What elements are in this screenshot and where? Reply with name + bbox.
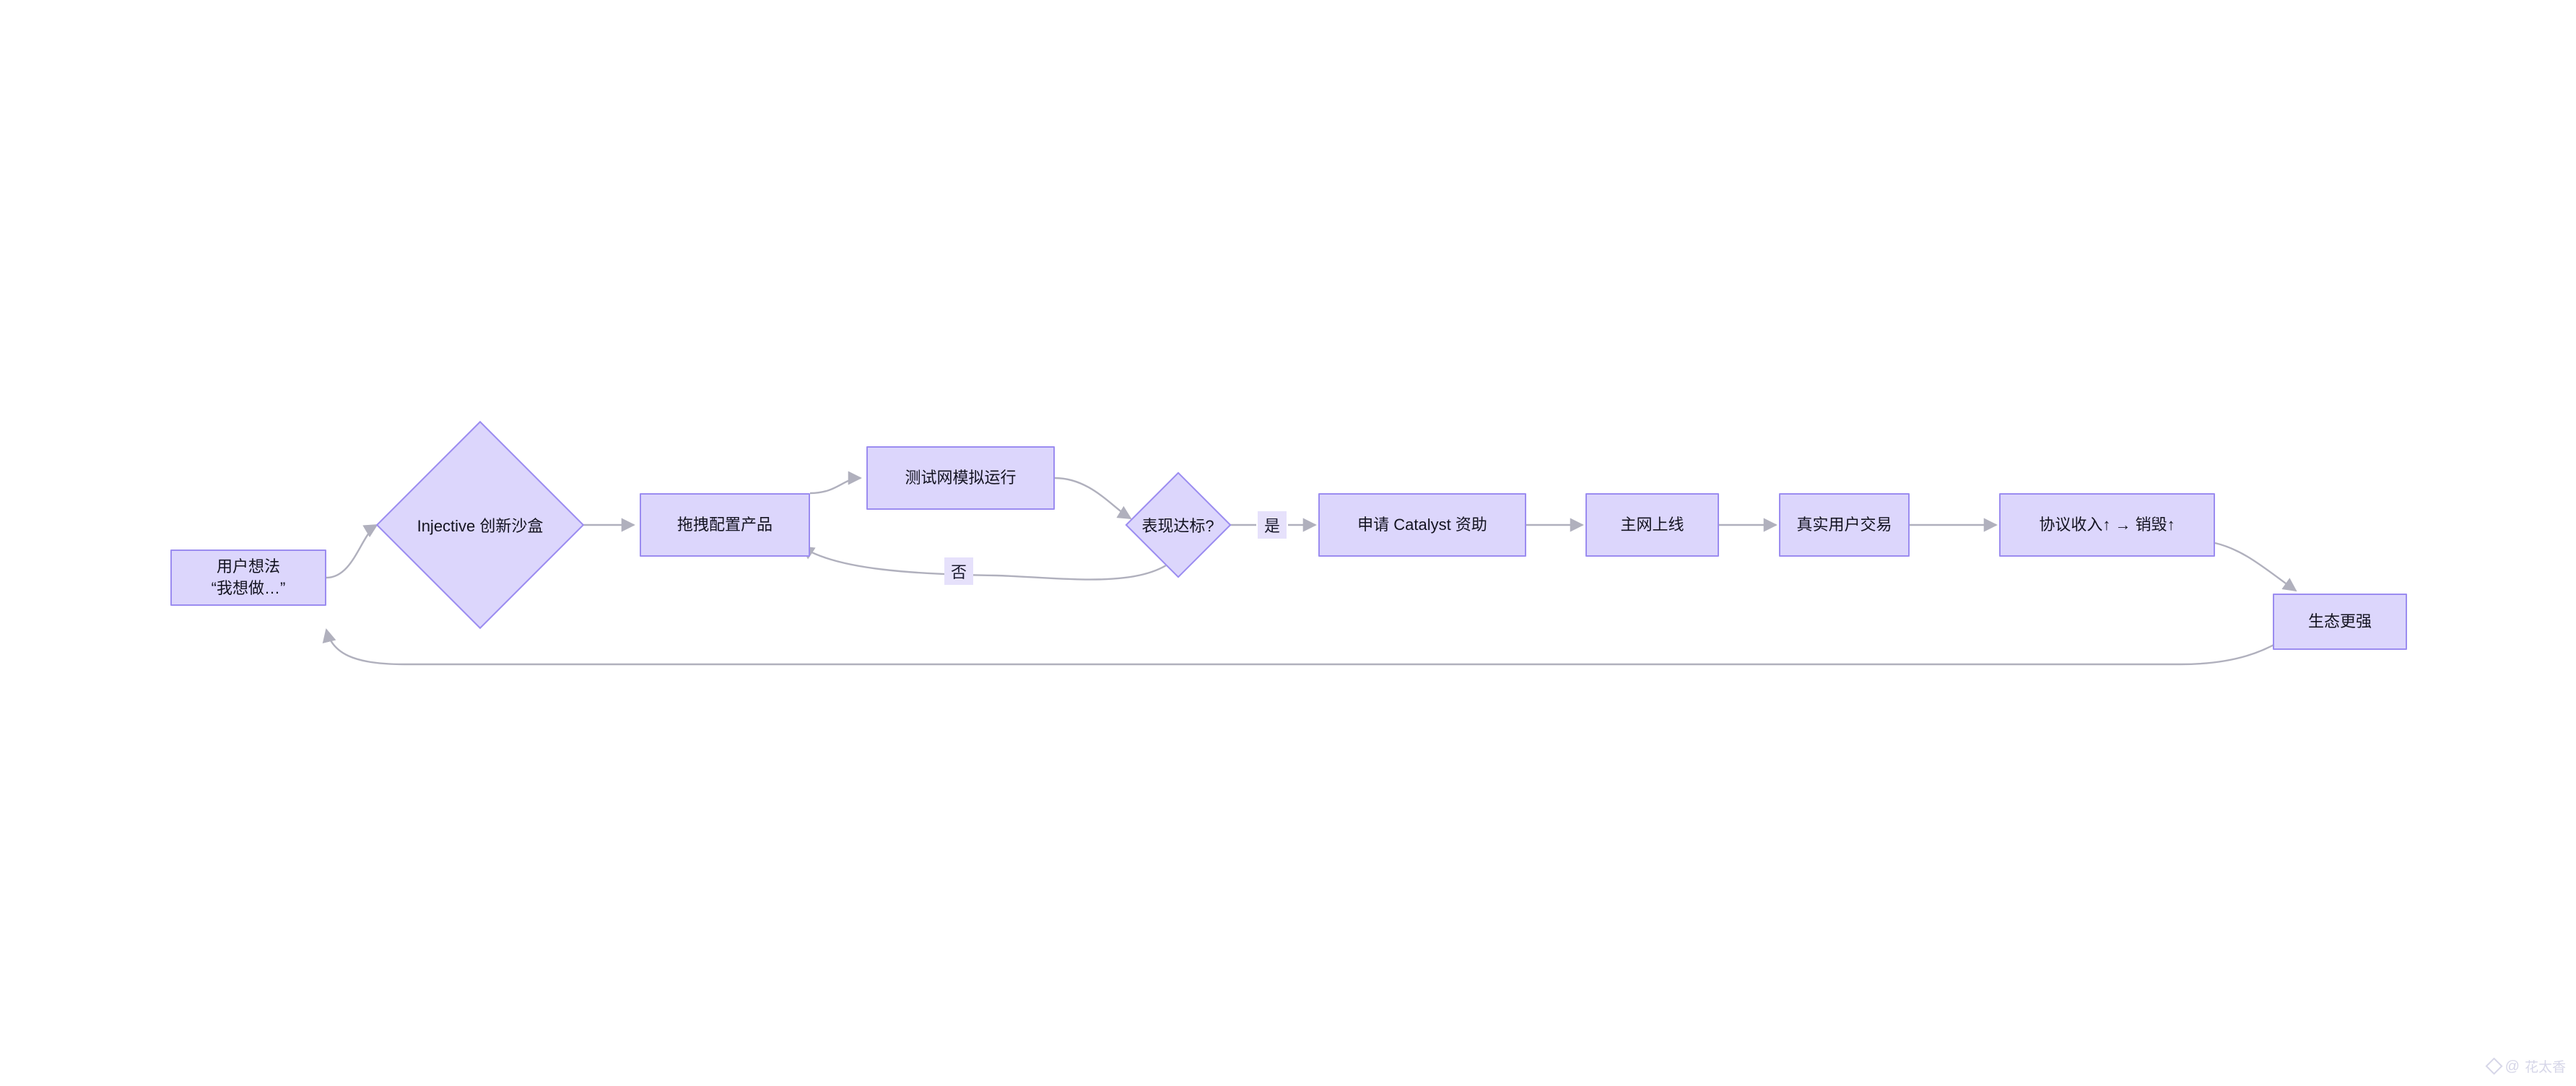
node-configure[interactable]: 拖拽配置产品 [640, 493, 810, 557]
node-revenue[interactable]: 协议收入↑ → 销毁↑ [1999, 493, 2215, 557]
at-icon: @ [2505, 1058, 2520, 1074]
node-testnet-label: 测试网模拟运行 [905, 469, 1017, 487]
watermark: @ 花太香 [2485, 1056, 2566, 1076]
edge-ecosystem-to-idea [322, 628, 2298, 666]
node-users-label: 真实用户交易 [1796, 516, 1892, 534]
edge-idea-to-sandbox [326, 524, 378, 579]
node-grant[interactable]: 申请 Catalyst 资助 [1318, 493, 1526, 557]
watermark-handle: 花太香 [2524, 1060, 2566, 1075]
edge-label-no: 否 [944, 557, 973, 585]
node-sandbox-label: Injective 创新沙盒 [417, 517, 544, 535]
node-revenue-label: 协议收入↑ → 销毁↑ [2039, 516, 2175, 534]
node-users[interactable]: 真实用户交易 [1779, 493, 1910, 557]
node-idea[interactable]: 用户想法 “我想做…” [170, 549, 326, 606]
edge-label-yes: 是 [1258, 511, 1287, 539]
node-configure-label: 拖拽配置产品 [676, 516, 773, 534]
node-ecosystem[interactable]: 生态更强 [2273, 594, 2407, 650]
node-decision[interactable]: 表现达标? [1124, 453, 1232, 597]
node-mainnet-label: 主网上线 [1620, 516, 1684, 534]
node-decision-label: 表现达标? [1141, 517, 1214, 535]
node-idea-label: 用户想法 “我想做…” [211, 557, 286, 597]
edge-decision-to-configure [800, 545, 1185, 581]
node-mainnet[interactable]: 主网上线 [1585, 493, 1719, 557]
edge-revenue-to-ecosystem [2214, 542, 2297, 592]
diamond-logo-icon [2485, 1057, 2503, 1075]
node-sandbox[interactable]: Injective 创新沙盒 [375, 420, 585, 630]
edge-testnet-to-decision [1054, 477, 1132, 520]
edge-configure-to-testnet [809, 471, 862, 495]
node-ecosystem-label: 生态更强 [2307, 612, 2372, 631]
node-grant-label: 申请 Catalyst 资助 [1357, 516, 1487, 534]
node-testnet[interactable]: 测试网模拟运行 [866, 446, 1055, 510]
